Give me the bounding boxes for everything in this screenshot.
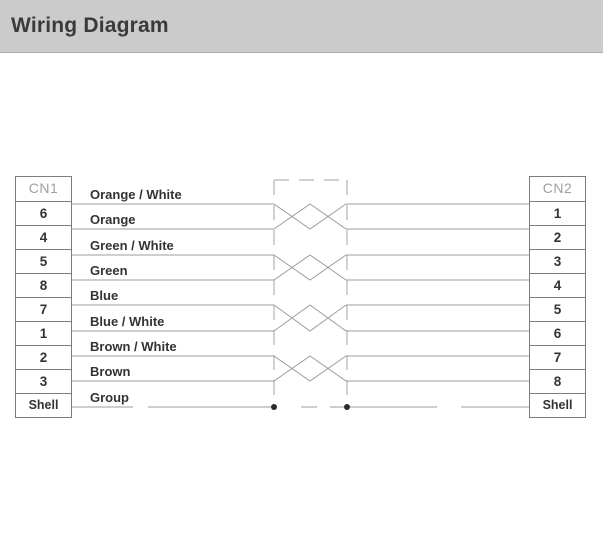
ground-dot-right	[344, 404, 350, 410]
header-bar: Wiring Diagram	[0, 0, 603, 53]
cn1-pin: 5	[16, 249, 71, 273]
cn1-pin: 4	[16, 225, 71, 249]
cn2-pin: 2	[530, 225, 585, 249]
wire-label-orange: Orange	[90, 212, 136, 227]
cn2-pin: 8	[530, 369, 585, 393]
cn1-pin: 6	[16, 201, 71, 225]
connector-cn2-title: CN2	[530, 177, 585, 201]
cn1-pin: 1	[16, 321, 71, 345]
twist-symbol-pair-1	[273, 203, 347, 230]
cn2-pin: 5	[530, 297, 585, 321]
cn1-pin: 3	[16, 369, 71, 393]
connector-cn2: CN2 1 2 3 4 5 6 7 8 Shell	[529, 176, 586, 418]
wire-label-brown: Brown	[90, 364, 131, 379]
shield-dashed-box	[273, 179, 348, 407]
wire-label-orange-white: Orange / White	[90, 187, 182, 202]
cn1-pin: 8	[16, 273, 71, 297]
cn2-pin: 3	[530, 249, 585, 273]
wire-label-green-white: Green / White	[90, 238, 174, 253]
wire-label-group: Group	[90, 390, 129, 405]
cn2-pin: 7	[530, 345, 585, 369]
ground-dot-left	[271, 404, 277, 410]
connector-cn1: CN1 6 4 5 8 7 1 2 3 Shell	[15, 176, 72, 418]
connector-cn1-title: CN1	[16, 177, 71, 201]
twist-symbol-pair-2	[273, 254, 347, 281]
cn2-pin: 1	[530, 201, 585, 225]
twist-symbol-pair-4	[273, 355, 347, 382]
wire-label-green: Green	[90, 263, 128, 278]
cn1-pin: 2	[16, 345, 71, 369]
wire-label-blue: Blue	[90, 288, 119, 303]
cn1-pin-shell: Shell	[16, 393, 71, 417]
twist-symbol-pair-3	[273, 304, 347, 332]
cn2-pin: 6	[530, 321, 585, 345]
page-title: Wiring Diagram	[11, 14, 169, 37]
wire-label-brown-white: Brown / White	[90, 339, 177, 354]
wire-label-blue-white: Blue / White	[90, 314, 165, 329]
cn2-pin-shell: Shell	[530, 393, 585, 417]
cn1-pin: 7	[16, 297, 71, 321]
cn2-pin: 4	[530, 273, 585, 297]
